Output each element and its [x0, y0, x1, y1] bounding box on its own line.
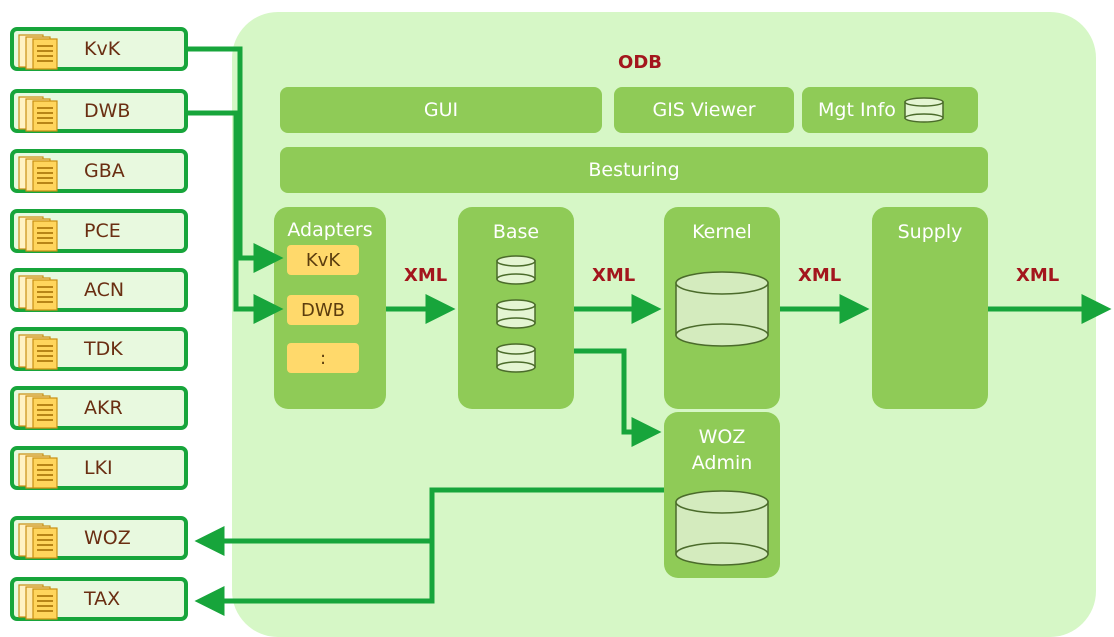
source-dwb: DWB — [10, 89, 188, 133]
documents-icon — [18, 275, 58, 311]
source-woz: WOZ — [10, 516, 188, 560]
source-label: GBA — [84, 160, 125, 182]
database-icon — [675, 490, 769, 566]
adapters-column: Adapters KvK DWB : — [274, 207, 386, 409]
source-lki: LKI — [10, 446, 188, 490]
source-tax: TAX — [10, 577, 188, 621]
source-acn: ACN — [10, 268, 188, 312]
supply-column: Supply — [872, 207, 988, 409]
database-icon — [675, 271, 769, 347]
source-label: WOZ — [84, 527, 131, 549]
adapter-kvk: KvK — [287, 245, 359, 275]
documents-icon — [18, 523, 58, 559]
documents-icon — [18, 96, 58, 132]
documents-icon — [18, 34, 58, 70]
source-label: AKR — [84, 397, 123, 419]
source-label: KvK — [84, 38, 121, 60]
documents-icon — [18, 156, 58, 192]
documents-icon — [18, 453, 58, 489]
woz-admin-label-1: WOZ — [698, 426, 746, 448]
source-tdk: TDK — [10, 327, 188, 371]
source-label: LKI — [84, 457, 113, 479]
woz-admin-column: WOZ Admin — [664, 412, 780, 578]
mgt-info-label: Mgt Info — [818, 99, 896, 121]
source-label: TAX — [84, 588, 121, 610]
documents-icon — [18, 216, 58, 252]
database-icon — [496, 255, 536, 373]
xml-label: XML — [404, 265, 448, 286]
source-akr: AKR — [10, 386, 188, 430]
besturing-box: Besturing — [280, 147, 988, 193]
source-kvk: KvK — [10, 27, 188, 71]
source-label: DWB — [84, 100, 131, 122]
woz-admin-label-2: Admin — [691, 452, 753, 474]
adapters-label: Adapters — [287, 219, 373, 241]
xml-label: XML — [798, 265, 842, 286]
documents-icon — [18, 584, 58, 620]
source-label: ACN — [84, 279, 125, 301]
base-label: Base — [492, 221, 540, 243]
xml-label: XML — [1016, 265, 1060, 286]
gis-viewer-box: GIS Viewer — [614, 87, 794, 133]
database-icon — [904, 97, 944, 123]
documents-icon — [18, 334, 58, 370]
source-pce: PCE — [10, 209, 188, 253]
base-column: Base — [458, 207, 574, 409]
supply-label: Supply — [897, 221, 963, 243]
xml-label: XML — [592, 265, 636, 286]
kernel-label: Kernel — [692, 221, 752, 243]
gui-box: GUI — [280, 87, 602, 133]
source-gba: GBA — [10, 149, 188, 193]
kernel-column: Kernel — [664, 207, 780, 409]
source-label: PCE — [84, 220, 121, 242]
adapter-dwb: DWB — [287, 295, 359, 325]
source-label: TDK — [84, 338, 123, 360]
mgt-info-box: Mgt Info — [802, 87, 978, 133]
documents-icon — [18, 393, 58, 429]
adapter-more: : — [287, 343, 359, 373]
odb-title: ODB — [618, 52, 662, 73]
